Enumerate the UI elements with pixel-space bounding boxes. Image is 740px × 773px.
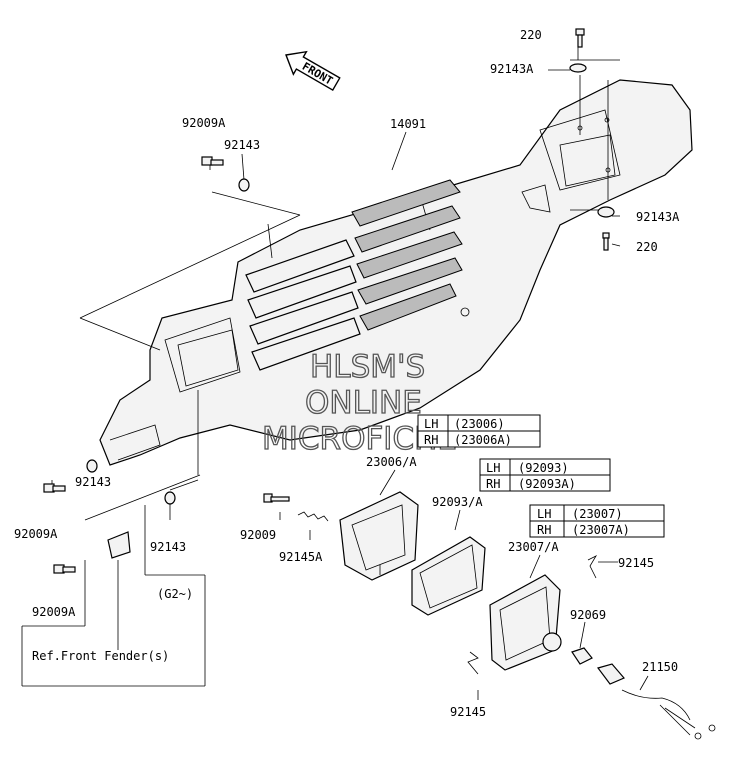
watermark-line-1: HLSM'S (310, 349, 425, 385)
callout-92143a-top: 92143A (490, 62, 534, 76)
t23007-r0-c0: LH (537, 507, 551, 521)
fasteners (43, 28, 615, 675)
table-23007: LH (23007) RH (23007A) (529, 504, 665, 538)
table-92093: LH (92093) RH (92093A) (479, 458, 611, 492)
t23006-r0-c0: LH (424, 417, 438, 431)
table-23006: LH (23006) RH (23006A) (417, 414, 541, 448)
t23006-r1-c0: RH (424, 433, 438, 447)
callout-92143-mid: 92143 (150, 540, 186, 554)
t92093-r1-c0: RH (486, 477, 500, 491)
headlight-frame-23006 (339, 491, 419, 581)
front-arrow-label: FRONT (300, 60, 336, 88)
watermark-line-2: ONLINE (305, 385, 422, 421)
front-arrow-icon: FRONT (285, 50, 341, 92)
callout-92145-bottom: 92145 (450, 705, 486, 719)
t23007-r0-c1: (23007) (572, 507, 623, 521)
callout-92143-top: 92143 (224, 138, 260, 152)
callout-labels: 220 92143A 14091 92009A 92143 92143A 220… (14, 28, 680, 719)
t23006-r1-c1: (23006A) (454, 433, 512, 447)
callout-220-right: 220 (636, 240, 658, 254)
callout-92145-right: 92145 (618, 556, 654, 570)
callout-92069: 92069 (570, 608, 606, 622)
lens-gasket-92093 (411, 536, 486, 616)
t92093-r1-c1: (92093A) (518, 477, 576, 491)
callout-14091: 14091 (390, 117, 426, 131)
callout-92009a-bottom: 92009A (32, 605, 76, 619)
note-ref-front-fender: Ref.Front Fender(s) (32, 649, 169, 663)
callout-92143-left: 92143 (75, 475, 111, 489)
t23007-r1-c0: RH (537, 523, 551, 537)
callout-92143a-right: 92143A (636, 210, 680, 224)
callout-92145a: 92145A (279, 550, 323, 564)
callout-92009a-top: 92009A (182, 116, 226, 130)
grille-slats (245, 179, 463, 371)
t23006-r0-c1: (23006) (454, 417, 505, 431)
t92093-r0-c1: (92093) (518, 461, 569, 475)
callout-21150: 21150 (642, 660, 678, 674)
t92093-r0-c0: LH (486, 461, 500, 475)
headlight-unit-23007 (489, 574, 593, 671)
callout-23006: 23006/A (366, 455, 417, 469)
wiring-harness-21150 (596, 663, 716, 740)
callout-92009a-left: 92009A (14, 527, 58, 541)
leader-lines (21, 42, 649, 700)
callout-92009: 92009 (240, 528, 276, 542)
callout-220-top: 220 (520, 28, 542, 42)
note-g2: (G2~) (157, 587, 193, 601)
t23007-r1-c1: (23007A) (572, 523, 630, 537)
callout-92093: 92093/A (432, 495, 483, 509)
callout-23007: 23007/A (508, 540, 559, 554)
